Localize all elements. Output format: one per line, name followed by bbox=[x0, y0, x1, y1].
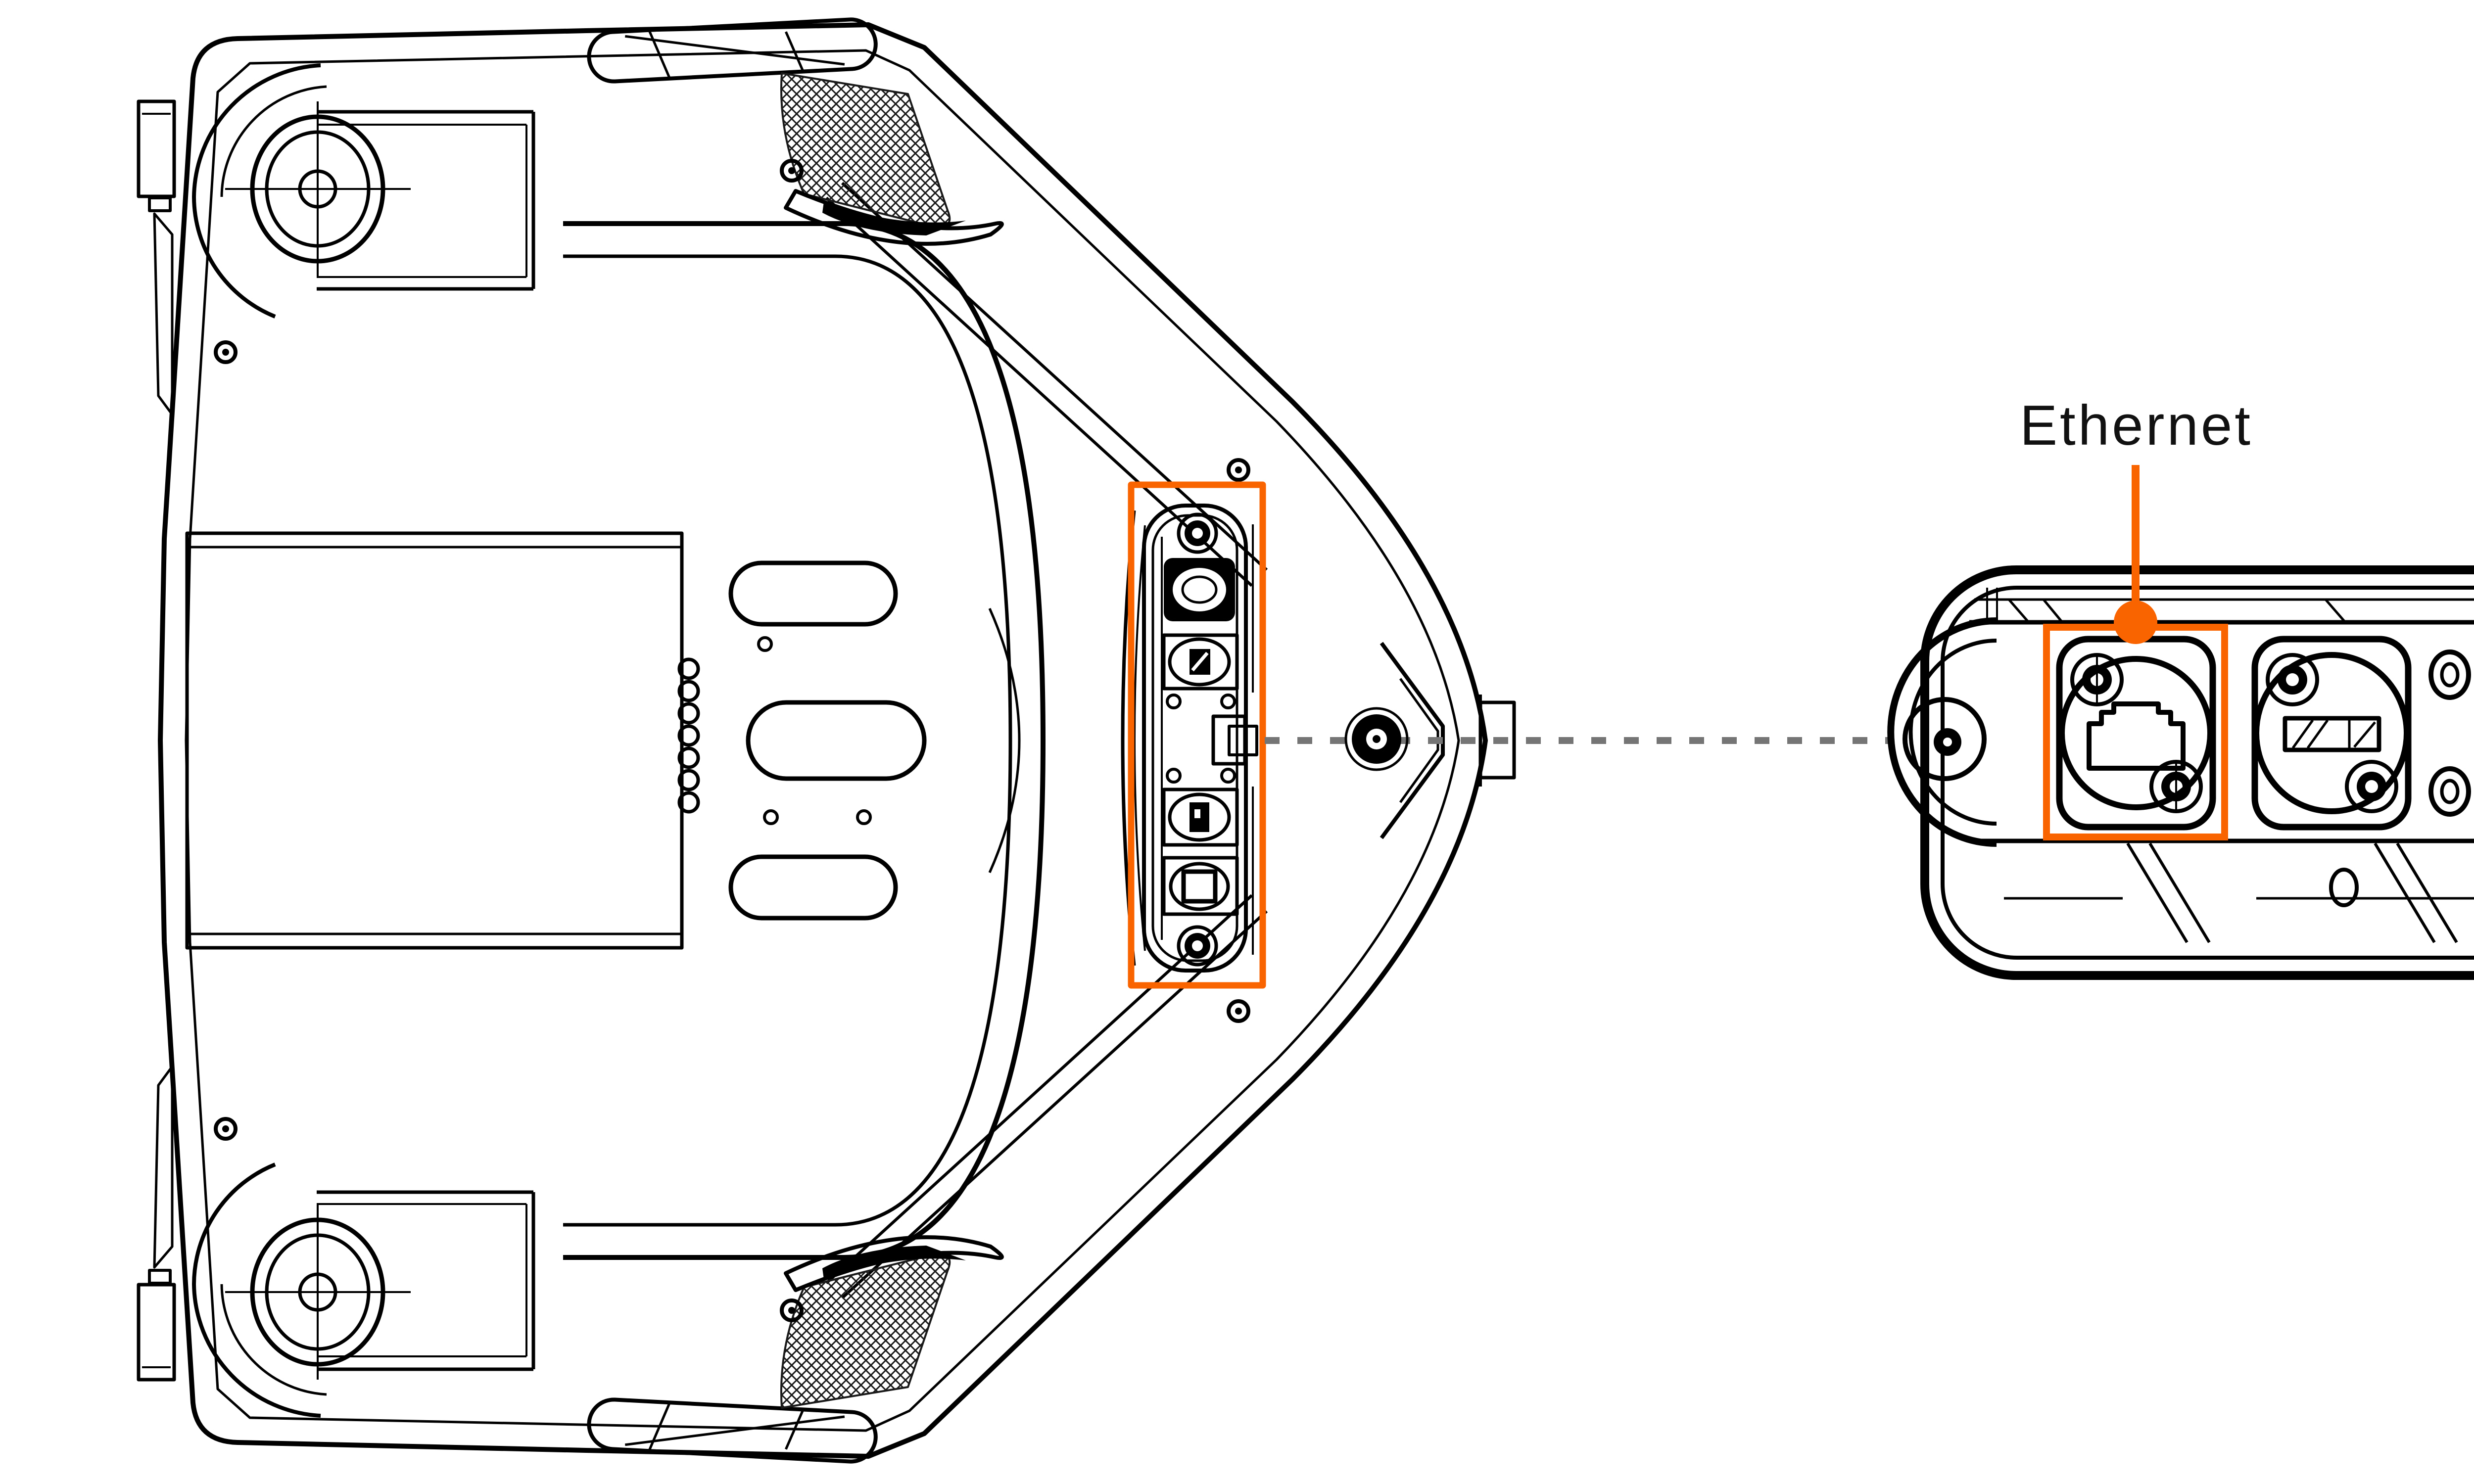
device-connector-callout-box bbox=[1128, 481, 1266, 989]
callouts bbox=[2043, 465, 2228, 840]
device-body-outline bbox=[158, 22, 1488, 1459]
bottom-pad bbox=[587, 1397, 878, 1464]
rear-connector-strip bbox=[1142, 504, 1258, 973]
front-left-hub-bracket bbox=[137, 63, 535, 416]
panel-left-fastener-icon bbox=[1903, 697, 1987, 781]
ethernet-callout-arrow bbox=[2114, 465, 2157, 644]
device-top-view-drawing bbox=[137, 17, 1516, 1464]
strip-usb-port-icon bbox=[1162, 788, 1239, 847]
io-panel-detail-drawing bbox=[1887, 565, 2474, 980]
tip-stub bbox=[1478, 695, 1516, 787]
bottom-wing-hatch bbox=[780, 1235, 1004, 1409]
strip-round-port-icon bbox=[1162, 633, 1239, 691]
fin-bumps bbox=[677, 657, 700, 814]
rj45-jack-icon bbox=[2087, 701, 2186, 771]
blank-slot-icon bbox=[2283, 716, 2381, 752]
center-frame bbox=[563, 221, 1046, 1260]
side-connector-icon bbox=[1344, 707, 1409, 771]
rear-left-hub-bracket bbox=[137, 1065, 535, 1418]
body-screws bbox=[214, 159, 1250, 1322]
center-plate bbox=[185, 531, 684, 950]
strip-ethernet-jack-icon bbox=[1164, 558, 1235, 621]
top-pad bbox=[587, 17, 878, 84]
panel-screws bbox=[2428, 649, 2471, 817]
strip-side-tab bbox=[1211, 714, 1258, 766]
top-wing-hatch bbox=[780, 72, 1004, 246]
spare-port bbox=[2251, 636, 2412, 831]
strip-screws bbox=[1166, 694, 1236, 784]
ethernet-label: Ethernet bbox=[2020, 394, 2253, 457]
device-body-inner-line bbox=[185, 49, 1460, 1432]
center-slots bbox=[728, 560, 927, 921]
strip-square-port-icon bbox=[1162, 856, 1239, 916]
ethernet-port bbox=[2056, 636, 2216, 831]
